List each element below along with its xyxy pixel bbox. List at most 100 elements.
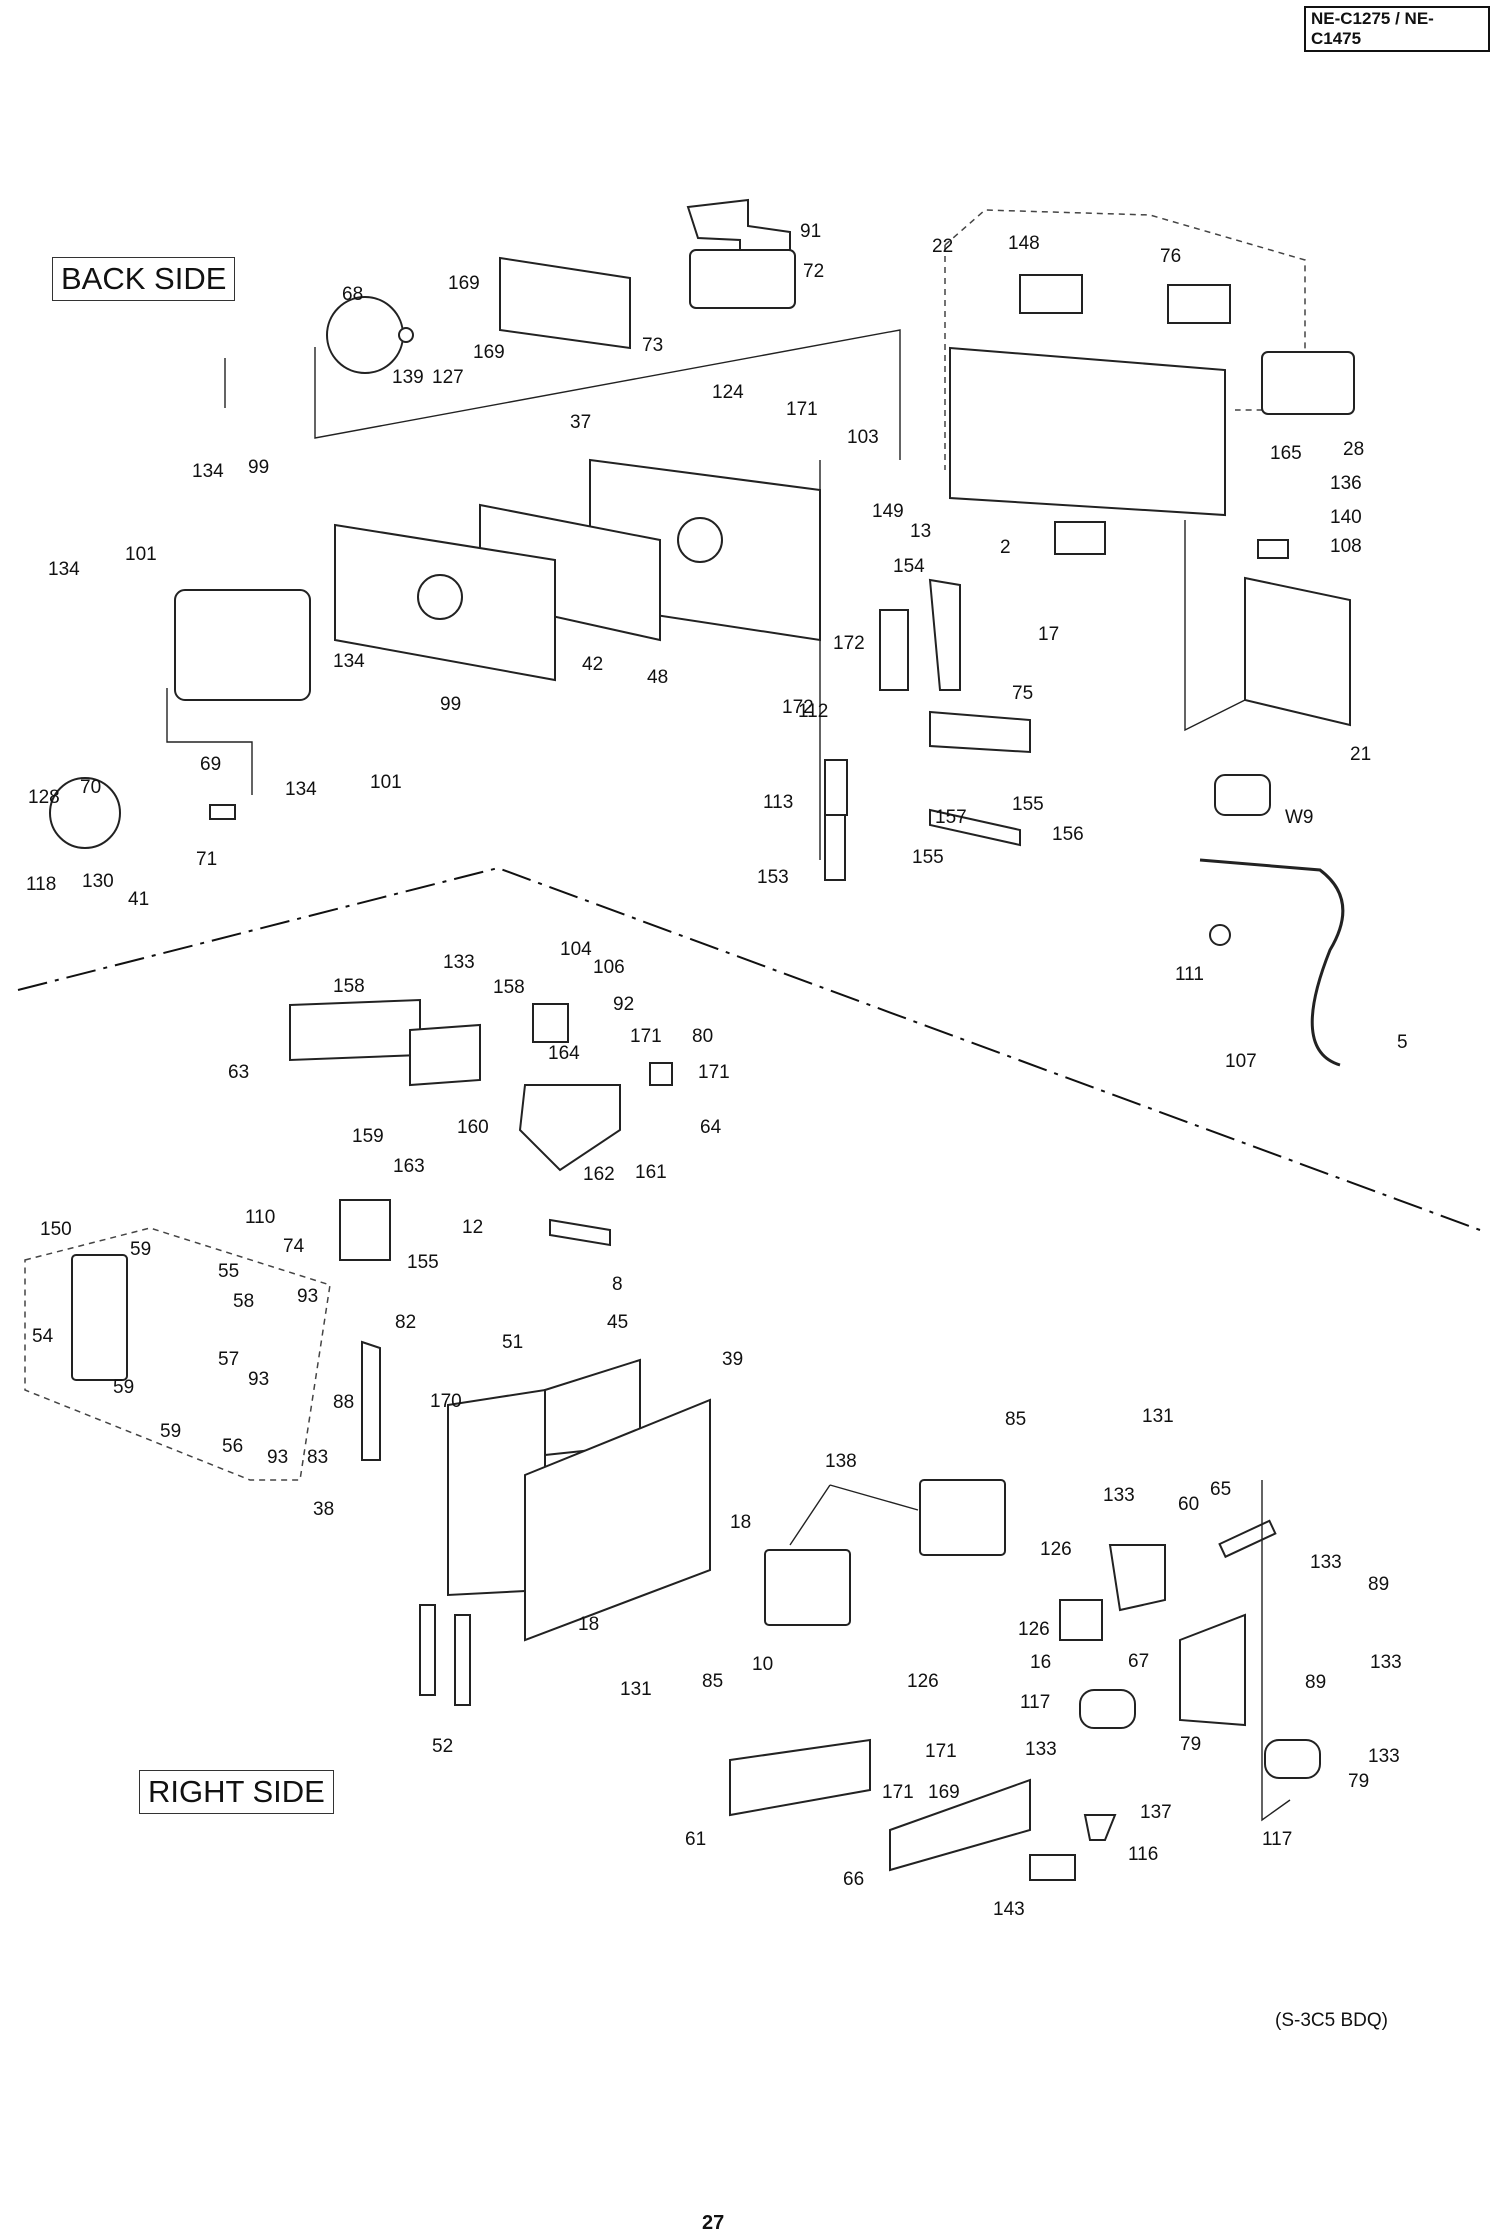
part-113: [824, 759, 848, 816]
callout-label: 171: [925, 1741, 957, 1762]
callout-label: 67: [1128, 1651, 1150, 1672]
callout-label: 136: [1330, 473, 1362, 494]
callout-label: 163: [393, 1156, 425, 1177]
part-67-bracket: [1179, 1613, 1246, 1727]
callout-label: 21: [1350, 744, 1372, 765]
callout-label: 99: [440, 694, 462, 715]
callout-label: 69: [200, 754, 222, 775]
callout-label: 45: [607, 1312, 629, 1333]
callout-label: 88: [333, 1392, 355, 1413]
part-117-capacitor: [1079, 1689, 1136, 1729]
callout-label: 143: [993, 1899, 1025, 1920]
callout-label: 156: [1052, 824, 1084, 845]
part-39-plate: [524, 1398, 711, 1642]
callout-label: 133: [1103, 1485, 1135, 1506]
callout-label: 93: [297, 1286, 319, 1307]
callout-label: 171: [630, 1026, 662, 1047]
callout-label: 63: [228, 1062, 250, 1083]
part-153: [824, 814, 846, 881]
callout-label: 162: [583, 1164, 615, 1185]
part-60-fan-motor: [1108, 1544, 1166, 1612]
callout-label: 101: [370, 772, 402, 793]
part-21-bracket: [1244, 576, 1351, 727]
part-116: [1083, 1814, 1117, 1841]
callout-label: 169: [928, 1782, 960, 1803]
callout-label: 108: [1330, 536, 1362, 557]
callout-label: 133: [1310, 1552, 1342, 1573]
part-139-washer: [398, 327, 414, 343]
callout-label: 110: [245, 1207, 276, 1228]
page-number: 27: [702, 2212, 725, 2234]
section-title-right-side: RIGHT SIDE: [139, 1770, 334, 1815]
callout-label: 140: [1330, 507, 1362, 528]
callout-label: 60: [1178, 1494, 1200, 1515]
callout-label: 127: [432, 367, 464, 388]
callout-label: 157: [935, 807, 967, 828]
part-28-duct: [1261, 351, 1355, 415]
callout-label: 2: [1000, 537, 1011, 558]
callout-label: 83: [307, 1447, 329, 1468]
part-66-bracket: [889, 1778, 1031, 1872]
callout-label: 28: [1343, 439, 1365, 460]
callout-label: 59: [160, 1421, 182, 1442]
part-61-tray: [729, 1738, 871, 1817]
callout-label: 92: [613, 994, 635, 1015]
callout-label: W9: [1285, 807, 1314, 828]
part-2-label: [1054, 521, 1106, 555]
callout-label: 22: [932, 236, 954, 257]
callout-label: 61: [685, 1829, 707, 1850]
callout-label: 134: [285, 779, 317, 800]
callout-label: 158: [493, 977, 525, 998]
part-68-fan: [326, 296, 404, 374]
part-108: [1257, 539, 1289, 559]
callout-label: 89: [1305, 1672, 1327, 1693]
callout-label: 104: [560, 939, 592, 960]
part-69: [209, 804, 236, 820]
callout-label: 64: [700, 1117, 722, 1138]
callout-label: 80: [692, 1026, 714, 1047]
callout-label: 65: [1210, 1479, 1232, 1500]
callout-label: 85: [702, 1671, 724, 1692]
callout-label: 18: [578, 1614, 600, 1635]
part-54-latch-body: [71, 1254, 128, 1381]
model-number-badge: NE-C1275 / NE-C1475: [1304, 6, 1490, 52]
part-75: [929, 710, 1031, 754]
part-72-motor: [689, 249, 796, 309]
callout-label: 138: [825, 1451, 857, 1472]
callout-label: 91: [800, 221, 822, 242]
part-138-magnetron: [764, 1549, 851, 1626]
callout-label: 131: [620, 1679, 652, 1700]
callout-label: 134: [192, 461, 224, 482]
callout-label: 17: [1038, 624, 1060, 645]
callout-label: 111: [1175, 964, 1204, 985]
part-143: [1029, 1854, 1076, 1881]
section-title-back-side: BACK SIDE: [52, 257, 236, 302]
callout-label: 59: [113, 1377, 135, 1398]
callout-label: 158: [333, 976, 365, 997]
callout-label: 117: [1020, 1692, 1051, 1713]
part-106: [532, 1003, 569, 1043]
callout-label: 37: [570, 412, 592, 433]
callout-label: 126: [907, 1671, 939, 1692]
callout-label: 56: [222, 1436, 244, 1457]
part-107-cord: [1199, 858, 1345, 1067]
callout-label: 106: [593, 957, 625, 978]
part-154: [928, 578, 961, 691]
part-80: [649, 1062, 673, 1086]
callout-label: 171: [698, 1062, 730, 1083]
callout-label: 101: [125, 544, 157, 565]
callout-label: 131: [1142, 1406, 1174, 1427]
callout-label: 75: [1012, 683, 1034, 704]
callout-label: 10: [752, 1654, 774, 1675]
callout-label: 118: [26, 874, 57, 895]
callout-label: 72: [803, 261, 825, 282]
callout-label: 113: [763, 792, 794, 813]
callout-label: 155: [912, 847, 944, 868]
callout-label: 5: [1397, 1032, 1408, 1053]
callout-label: 116: [1128, 1844, 1159, 1865]
callout-label: 68: [342, 284, 364, 305]
part-155: [929, 808, 1021, 847]
callout-label: 161: [635, 1162, 667, 1183]
callout-label: 52: [432, 1736, 454, 1757]
callout-label: 160: [457, 1117, 489, 1138]
